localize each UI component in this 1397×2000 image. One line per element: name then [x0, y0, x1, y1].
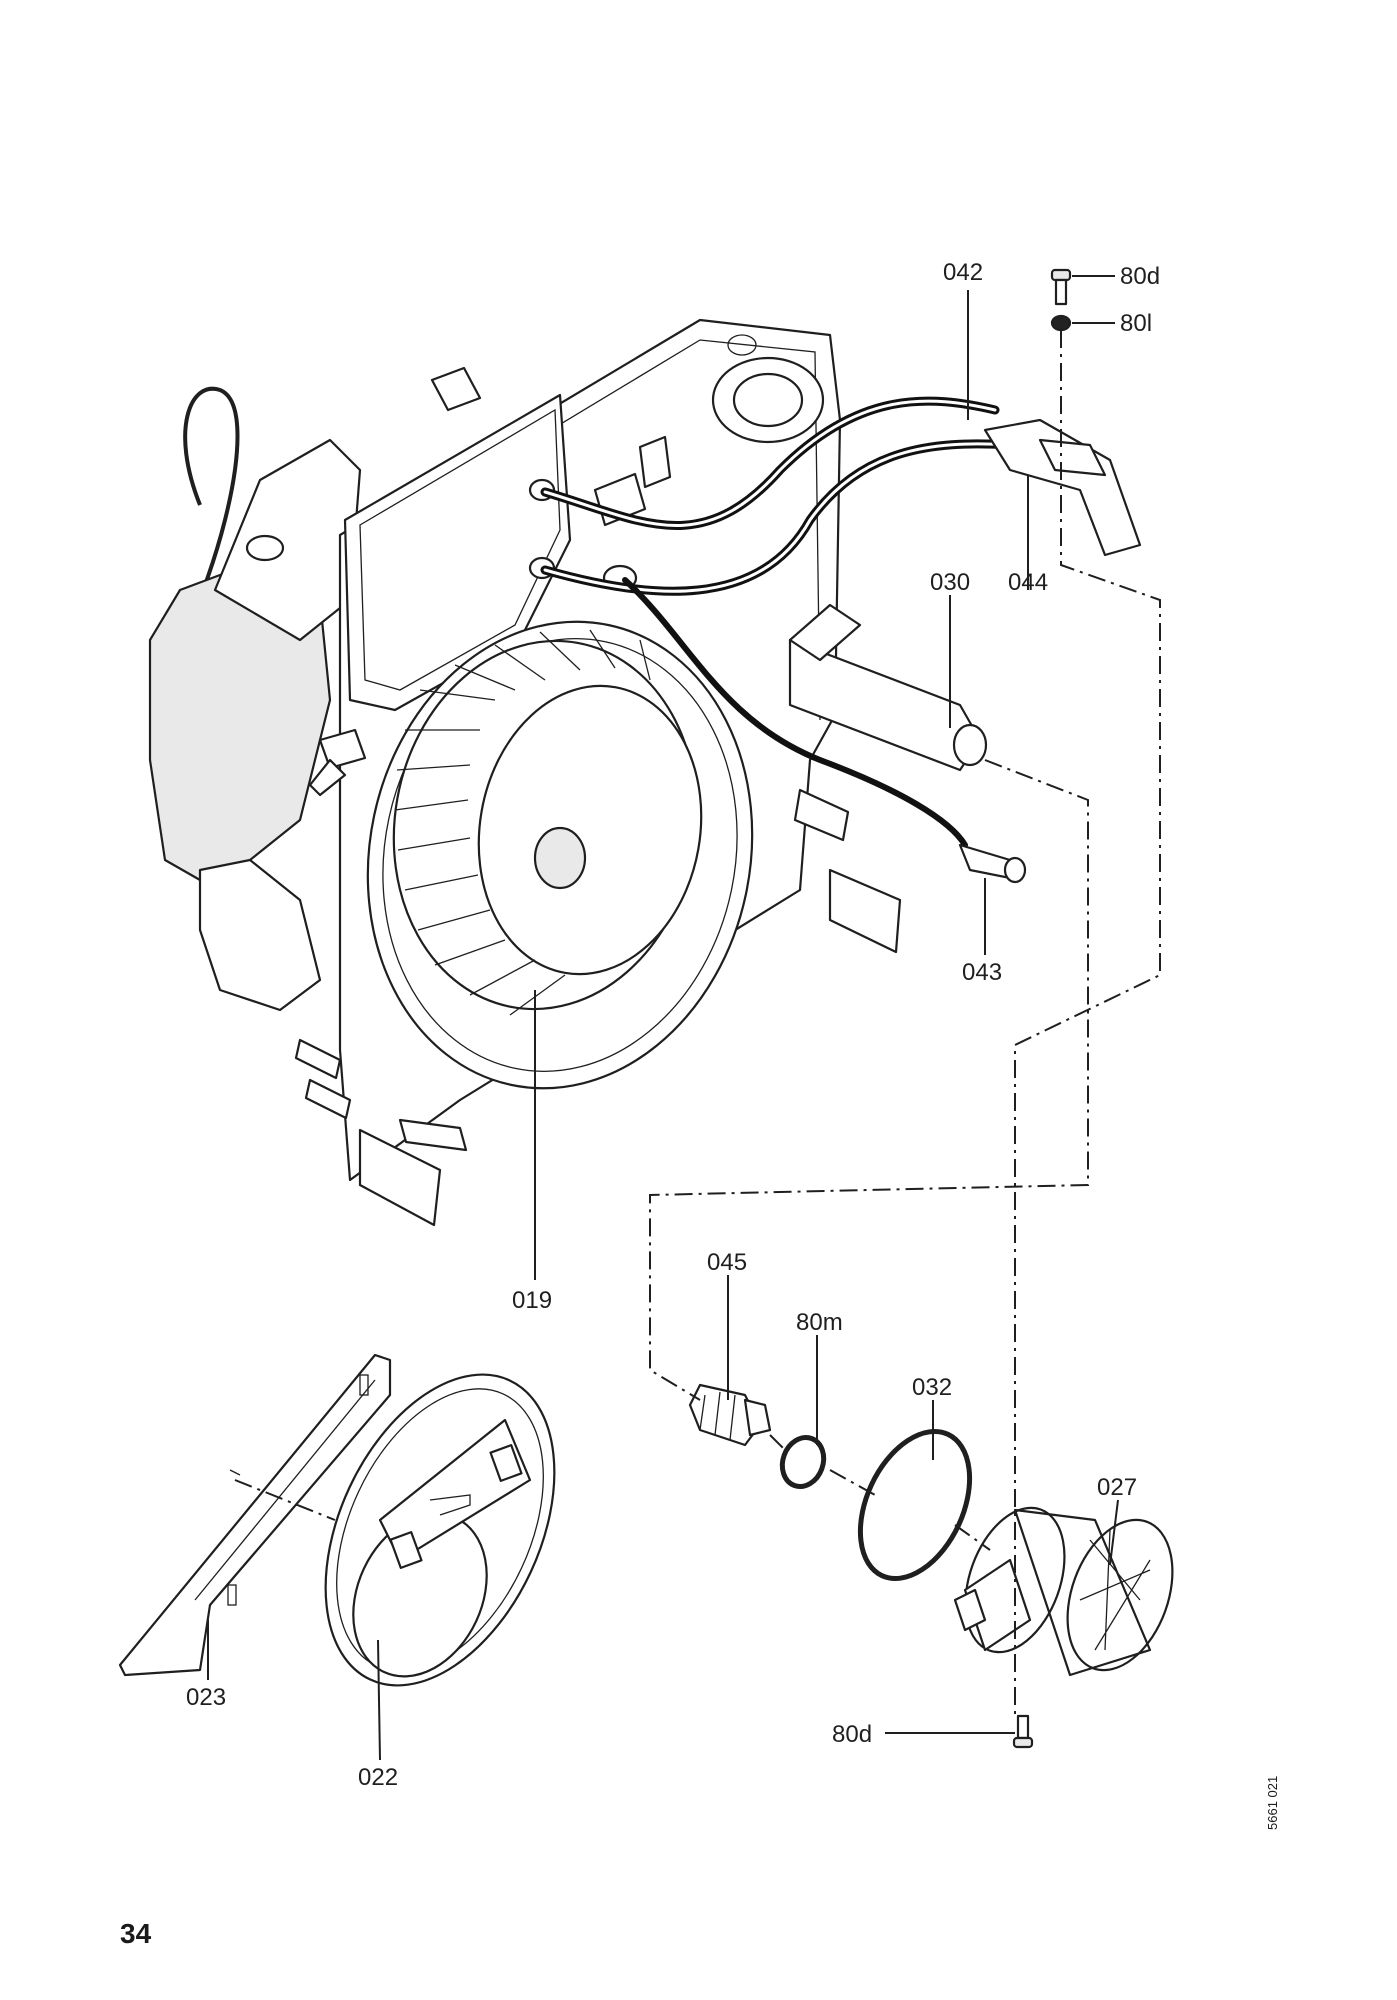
seal-032	[857, 1428, 973, 1582]
label-043: 043	[962, 959, 1002, 986]
label-044: 044	[1008, 569, 1048, 596]
label-045: 045	[707, 1249, 747, 1276]
screw-80d-top	[1050, 268, 1072, 306]
air-guide-022	[324, 1373, 556, 1687]
drawing-reference: 5661 021	[1265, 1775, 1280, 1830]
page-number: 34	[120, 1918, 152, 1949]
label-019: 019	[512, 1287, 552, 1314]
assembly-lines	[234, 330, 1161, 1715]
bracket-023	[118, 1353, 392, 1677]
fan-wheel-019	[392, 629, 703, 1016]
label-030: 030	[930, 569, 970, 596]
electrode-030	[788, 603, 988, 772]
baffle-027	[953, 1506, 1174, 1677]
electrode-holder-044	[983, 418, 1142, 557]
ignition-cables	[540, 396, 1015, 848]
label-80d-bottom: 80d	[832, 1721, 872, 1748]
label-027: 027	[1097, 1474, 1137, 1501]
callout-labels: 042 80d 80l 030 044 043 019 045 80m 032 …	[186, 259, 1160, 1791]
o-ring-80m	[779, 1435, 827, 1489]
label-022: 022	[358, 1764, 398, 1791]
label-80d-top: 80d	[1120, 263, 1160, 290]
label-80m: 80m	[796, 1309, 843, 1336]
screw-80d-bottom	[1012, 1714, 1034, 1749]
label-80l: 80l	[1120, 310, 1152, 337]
label-023: 023	[186, 1684, 226, 1711]
leader-lines	[207, 275, 1119, 1761]
label-042: 042	[943, 259, 983, 286]
nozzle-045	[688, 1383, 772, 1447]
connector-043	[958, 843, 1027, 884]
label-032: 032	[912, 1374, 952, 1401]
washer-80l	[1050, 314, 1072, 332]
